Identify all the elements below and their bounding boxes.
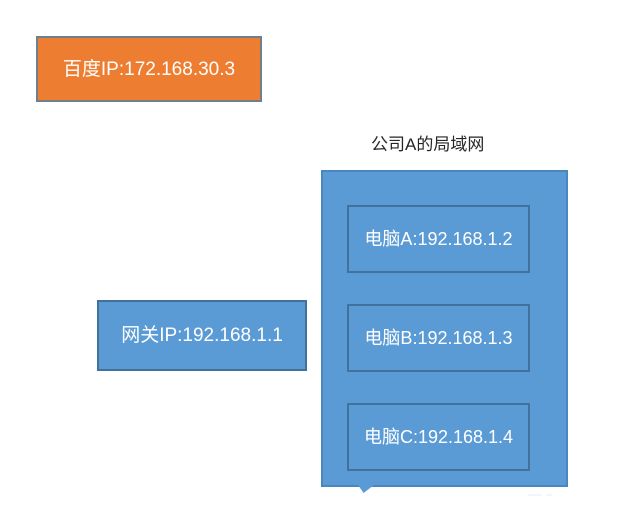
lan-host-node-c[interactable]: 电脑C:192.168.1.4 bbox=[347, 403, 530, 471]
lan-group-title: 公司A的局域网 bbox=[371, 135, 485, 154]
scan-artifact-mark bbox=[546, 494, 552, 496]
lan-host-node-b[interactable]: 电脑B:192.168.1.3 bbox=[347, 304, 530, 372]
lan-container-tail-shape bbox=[358, 485, 374, 493]
gateway-label: 网关IP:192.168.1.1 bbox=[121, 325, 283, 346]
lan-host-node-a[interactable]: 电脑A:192.168.1.2 bbox=[347, 205, 530, 273]
scan-artifact-mark bbox=[528, 494, 542, 496]
external-host-node[interactable]: 百度IP:172.168.30.3 bbox=[36, 36, 262, 102]
lan-group-container[interactable]: 电脑A:192.168.1.2 电脑B:192.168.1.3 电脑C:192.… bbox=[321, 170, 568, 487]
gateway-node[interactable]: 网关IP:192.168.1.1 bbox=[97, 300, 307, 371]
lan-host-label-c: 电脑C:192.168.1.4 bbox=[363, 427, 514, 447]
external-host-label: 百度IP:172.168.30.3 bbox=[62, 58, 236, 80]
lan-host-label-a: 电脑A:192.168.1.2 bbox=[364, 229, 513, 249]
lan-host-label-b: 电脑B:192.168.1.3 bbox=[364, 328, 513, 348]
